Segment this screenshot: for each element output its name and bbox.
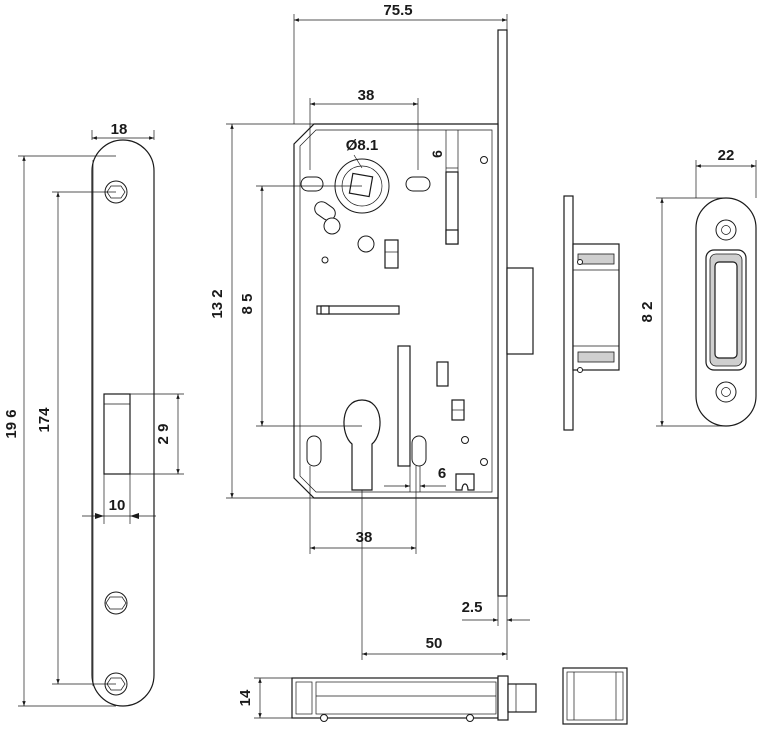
dim-faceplate-thickness: 2.5 [462, 599, 483, 616]
dim-faceplate-length: 19 6 [3, 409, 20, 438]
strike-plate-view: 22 8 2 [639, 147, 757, 427]
dim-case-height: 13 2 [209, 289, 226, 318]
lock-side-view: 14 [237, 675, 537, 722]
dim-latch-cutout-width: 10 [109, 497, 126, 514]
guide-bar [316, 305, 400, 315]
dim-cylinder-backset: 38 [356, 529, 373, 546]
dim-latch-offset-top: 6 [429, 150, 445, 158]
euro-cylinder-cutout [343, 399, 381, 491]
dim-body-width: 75.5 [383, 2, 412, 19]
dim-strike-width: 22 [718, 147, 735, 164]
side-case [291, 677, 499, 719]
dim-spindle-diameter: Ø8.1 [346, 137, 379, 154]
latch-cutout [103, 393, 131, 475]
latch-bolt [506, 267, 534, 355]
dim-faceplate-width: 18 [111, 121, 128, 138]
body-faceplate-edge [497, 29, 508, 597]
faceplate-hex-mid [104, 591, 128, 615]
lock-body-view: 75.5 38 Ø8.1 6 13 2 8 5 6 38 [209, 2, 534, 660]
dim-latch-offset-bottom: 6 [438, 465, 446, 482]
dim-screw-distance: 174 [36, 407, 53, 433]
dim-case-depth: 14 [237, 689, 254, 706]
dim-strike-height: 8 2 [639, 302, 656, 323]
spindle-square [348, 172, 374, 198]
strike-box-end-view [562, 667, 628, 725]
dim-centre-distance: 8 5 [239, 294, 256, 315]
strike-side-view [563, 195, 620, 431]
dim-backset: 50 [426, 635, 443, 652]
dim-latch-cutout-height: 2 9 [155, 424, 172, 445]
faceplate-view: 18 19 6 174 2 9 10 [3, 121, 184, 707]
dim-backset-top: 38 [358, 87, 375, 104]
